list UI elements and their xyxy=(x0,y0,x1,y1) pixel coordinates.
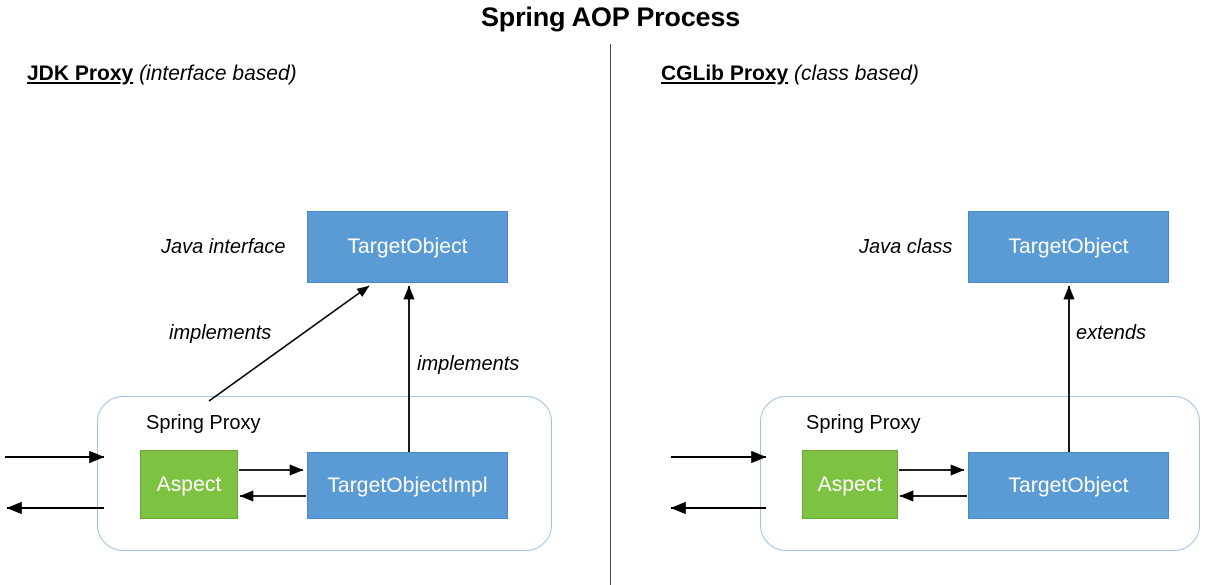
spring-proxy-label-cglib: Spring Proxy xyxy=(806,412,921,434)
label-java-interface: Java interface xyxy=(161,236,286,258)
box-target-object-cglib: TargetObject xyxy=(968,452,1169,519)
label-implements-vertical: implements xyxy=(417,353,520,375)
cglib-proxy-heading-name: CGLib Proxy xyxy=(661,62,789,85)
box-target-object-impl-label: TargetObjectImpl xyxy=(327,473,488,497)
box-target-object-impl: TargetObjectImpl xyxy=(307,452,508,519)
section-heading-jdk-proxy: JDK Proxy (interface based) xyxy=(27,62,297,86)
box-aspect-cglib: Aspect xyxy=(802,450,898,519)
box-target-object-class-label: TargetObject xyxy=(1008,235,1129,258)
cglib-proxy-heading-sub: (class based) xyxy=(794,62,919,85)
label-implements-diagonal: implements xyxy=(169,322,272,344)
label-extends: extends xyxy=(1076,322,1147,344)
spring-proxy-container-cglib xyxy=(760,396,1200,551)
spring-proxy-label-jdk: Spring Proxy xyxy=(146,412,261,434)
box-target-object-interface-label: TargetObject xyxy=(347,235,468,258)
label-java-class: Java class xyxy=(859,236,953,258)
center-divider xyxy=(610,44,611,585)
box-target-object-interface: TargetObject xyxy=(307,211,508,283)
section-heading-cglib-proxy: CGLib Proxy (class based) xyxy=(661,62,919,86)
box-target-object-class: TargetObject xyxy=(968,211,1169,283)
box-aspect-cglib-label: Aspect xyxy=(817,472,883,496)
box-target-object-cglib-label: TargetObject xyxy=(1008,473,1129,497)
jdk-proxy-heading-sub: (interface based) xyxy=(139,62,297,85)
page-title: Spring AOP Process xyxy=(481,2,740,32)
jdk-proxy-heading-name: JDK Proxy xyxy=(27,62,134,85)
box-aspect-jdk: Aspect xyxy=(140,450,238,519)
box-aspect-jdk-label: Aspect xyxy=(156,472,222,496)
